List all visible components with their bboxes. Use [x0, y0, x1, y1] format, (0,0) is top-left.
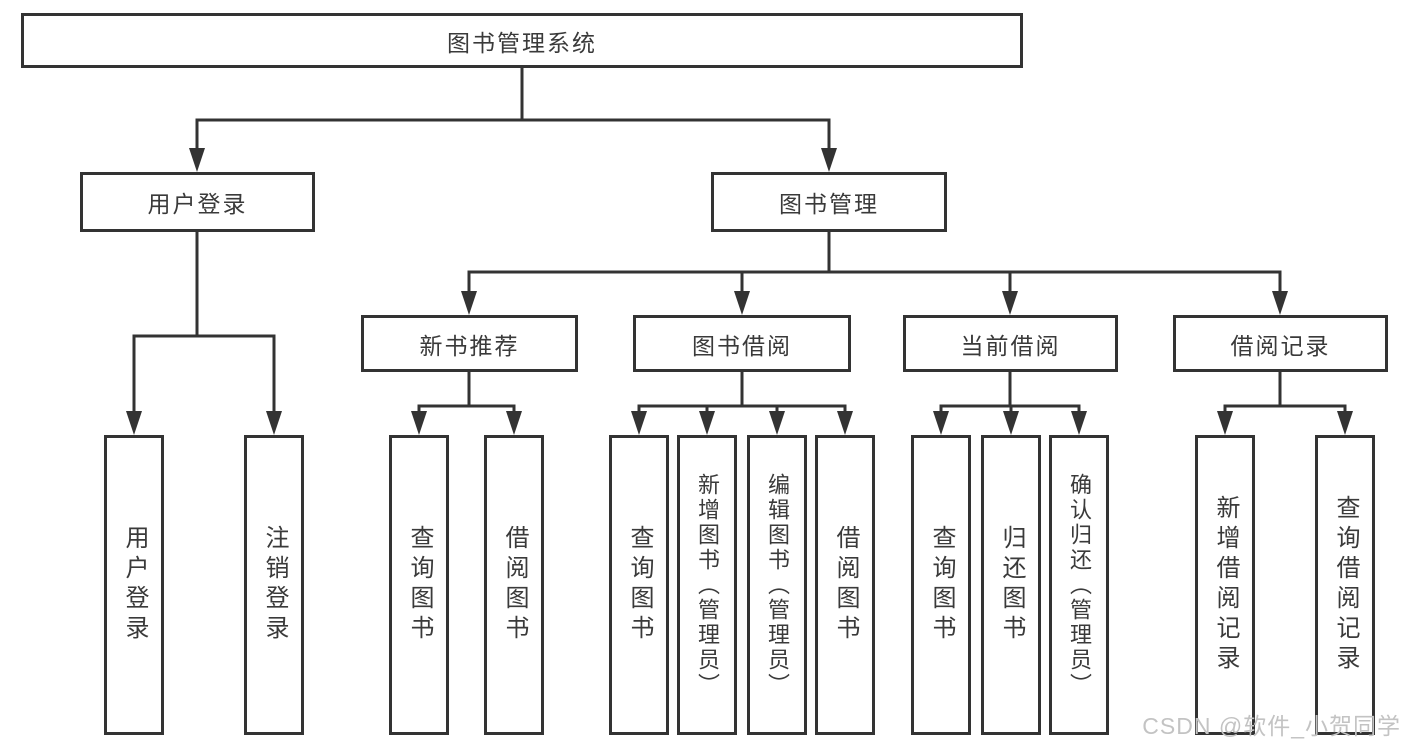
node-root: 图书管理系统 [21, 13, 1023, 68]
leaf-logout: 注销登录 [244, 435, 304, 735]
node-book-management: 图书管理 [711, 172, 947, 232]
node-user-login: 用户登录 [80, 172, 315, 232]
node-current-borrow: 当前借阅 [903, 315, 1118, 372]
node-borrow-records: 借阅记录 [1173, 315, 1388, 372]
leaf-records-add-record: 新增借阅记录 [1195, 435, 1255, 735]
leaf-user-login: 用户登录 [104, 435, 164, 735]
watermark: CSDN @软件_小贺同学 [1142, 713, 1401, 739]
leaf-borrow-query-books: 查询图书 [609, 435, 669, 735]
leaf-borrow-edit-books-admin: 编辑图书（管理员） [747, 435, 807, 735]
leaf-borrow-borrow-books: 借阅图书 [815, 435, 875, 735]
leaf-current-return-books: 归还图书 [981, 435, 1041, 735]
leaf-borrow-add-books-admin: 新增图书（管理员） [677, 435, 737, 735]
leaf-current-query-books: 查询图书 [911, 435, 971, 735]
leaf-newrec-query-books: 查询图书 [389, 435, 449, 735]
leaf-current-confirm-return-admin: 确认归还（管理员） [1049, 435, 1109, 735]
leaf-records-query-record: 查询借阅记录 [1315, 435, 1375, 735]
node-book-borrow: 图书借阅 [633, 315, 851, 372]
leaf-newrec-borrow-books: 借阅图书 [484, 435, 544, 735]
node-new-book-recommend: 新书推荐 [361, 315, 578, 372]
